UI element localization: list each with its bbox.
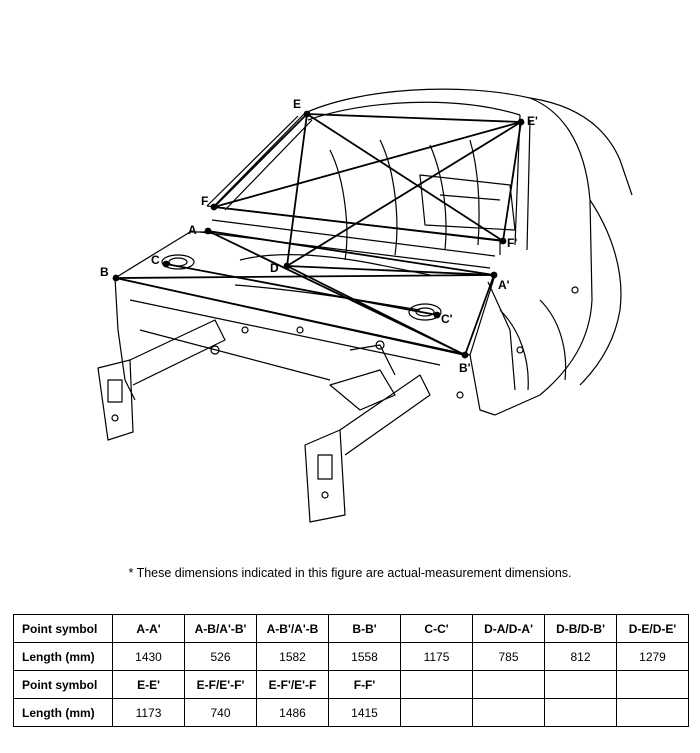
table-cell: 1486 [256,698,329,727]
label-D: D [270,261,279,275]
point-B-prime [461,351,469,359]
label-C: C [151,253,160,267]
point-E-prime [517,118,525,126]
table-cell [544,670,617,699]
table-cell: A-A' [112,614,185,643]
point-E [303,110,311,118]
table-cell: 1558 [328,642,401,671]
table-cell: E-F'/E'-F [256,670,329,699]
table-cell: F-F' [328,670,401,699]
row-header: Length (mm) [13,698,113,727]
table-cell: 740 [184,698,257,727]
table-cell [400,698,473,727]
table-cell: 526 [184,642,257,671]
table-row: Point symbol A-A' A-B/A'-B' A-B'/A'-B B-… [13,614,689,643]
table-row: Length (mm) 1173 740 1486 1415 [13,698,689,727]
point-A [204,227,212,235]
point-B [112,274,120,282]
table-cell [616,670,689,699]
table-cell: C-C' [400,614,473,643]
dimension-note: * These dimensions indicated in this fig… [128,566,572,580]
point-C [162,260,170,268]
table-cell: D-B/D-B' [544,614,617,643]
table-cell: 1175 [400,642,473,671]
point-F [210,203,218,211]
label-B: B [100,265,109,279]
label-A: A [188,223,197,237]
table-cell: E-E' [112,670,185,699]
row-header: Point symbol [13,614,113,643]
table-cell: 1173 [112,698,185,727]
point-labels: A A' B B' C C' D E E' F F' [100,97,538,375]
label-A-prime: A' [498,278,510,292]
point-C-prime [433,311,441,319]
dimension-table: Point symbol A-A' A-B/A'-B' A-B'/A'-B B-… [13,614,689,727]
label-E: E [293,97,301,111]
label-C-prime: C' [441,312,453,326]
table-cell: B-B' [328,614,401,643]
table-row: Point symbol E-E' E-F/E'-F' E-F'/E'-F F-… [13,670,689,699]
table-cell [544,698,617,727]
table-cell [616,698,689,727]
table-cell: 785 [472,642,545,671]
table-cell: A-B/A'-B' [184,614,257,643]
table-cell: D-E/D-E' [616,614,689,643]
table-cell: 812 [544,642,617,671]
row-header: Length (mm) [13,642,113,671]
table-cell: 1279 [616,642,689,671]
table-cell: E-F/E'-F' [184,670,257,699]
point-F-prime [499,237,507,245]
table-cell: A-B'/A'-B [256,614,329,643]
table-cell [472,670,545,699]
label-E-prime: E' [527,114,538,128]
measurement-lines [115,113,522,356]
table-cell: 1582 [256,642,329,671]
table-cell: 1415 [328,698,401,727]
body-dimension-diagram: A A' B B' C C' D E E' F F' [97,88,633,523]
point-A-prime [490,271,498,279]
label-B-prime: B' [459,361,471,375]
table-cell: D-A/D-A' [472,614,545,643]
label-F: F [201,194,208,208]
measurement-points [112,110,525,359]
label-F-prime: F' [507,236,517,250]
point-D [283,262,291,270]
row-header: Point symbol [13,670,113,699]
table-cell [472,698,545,727]
table-row: Length (mm) 1430 526 1582 1558 1175 785 … [13,642,689,671]
table-cell [400,670,473,699]
table-cell: 1430 [112,642,185,671]
